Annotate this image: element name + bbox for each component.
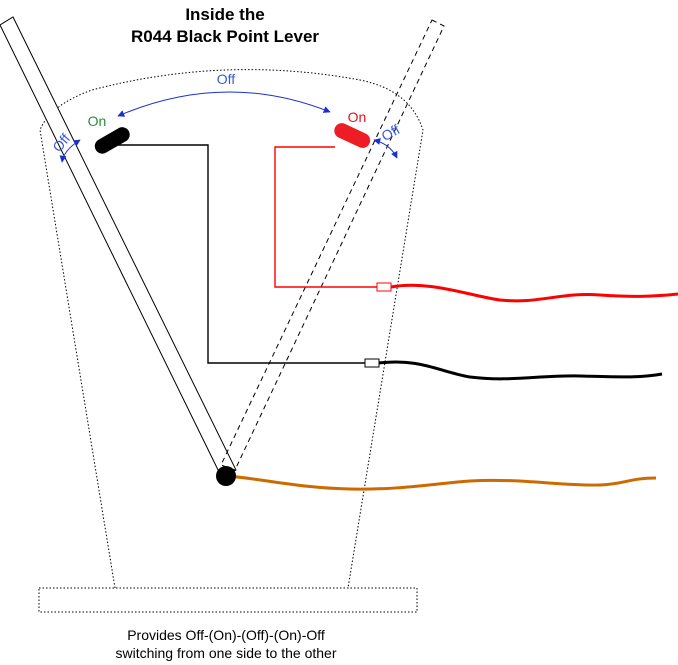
- red-internal-wire: [274, 146, 377, 288]
- black-internal-wire: [118, 144, 365, 364]
- pivot-contact: [216, 466, 236, 486]
- red-terminal: [376, 282, 392, 292]
- right-off-arrow: [373, 138, 398, 159]
- brown-pivot-wire: [227, 474, 657, 491]
- red-external-wire: [390, 283, 678, 303]
- left-off-arrow: [59, 139, 81, 163]
- caption-line-2: switching from one side to the other: [115, 645, 336, 661]
- top-travel-arrow: [117, 91, 331, 117]
- title-line-1: Inside the: [185, 5, 264, 24]
- lever-housing: [39, 69, 424, 589]
- black-terminal: [364, 358, 380, 368]
- title-line-2: R044 Black Point Lever: [131, 27, 319, 46]
- lever-left-position: [0, 16, 237, 479]
- on-left-label: On: [88, 113, 107, 129]
- black-contact: [94, 127, 130, 154]
- top-off-label: Off: [217, 71, 236, 87]
- caption-line-1: Provides Off-(On)-(Off)-(On)-Off: [127, 627, 325, 643]
- on-right-label: On: [348, 109, 367, 125]
- black-external-wire: [378, 360, 663, 381]
- base-plate: [38, 587, 418, 613]
- lever-right-position: [220, 19, 445, 471]
- red-contact: [334, 123, 371, 148]
